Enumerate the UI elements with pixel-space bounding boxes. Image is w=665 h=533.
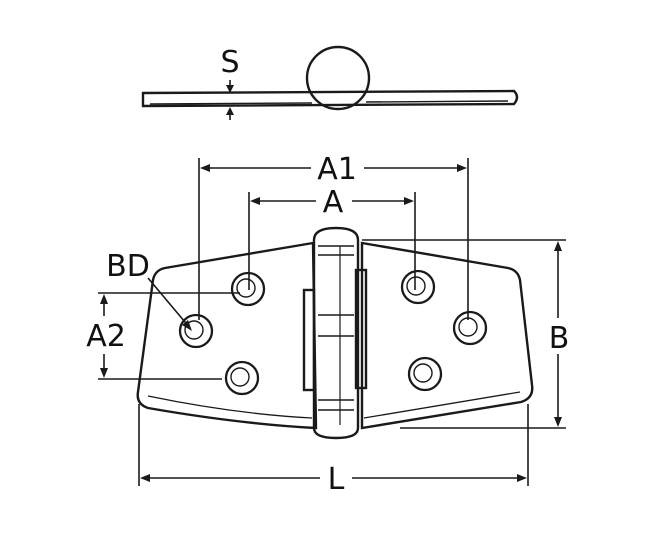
hole-left-top — [230, 271, 266, 307]
label-l: L — [328, 462, 345, 497]
label-s: S — [220, 45, 239, 80]
dimension-a1: A1 — [198, 152, 469, 320]
dimension-bd: BD — [106, 249, 192, 331]
side-plate — [141, 89, 519, 108]
dimension-a: A — [248, 185, 416, 290]
side-view: S — [141, 45, 519, 120]
hole-right-middle — [452, 310, 488, 346]
label-a1: A1 — [317, 152, 357, 187]
hole-left-bottom — [224, 360, 260, 396]
hole-right-top — [400, 269, 436, 305]
knuckle-side — [305, 45, 371, 111]
hole-right-bottom — [407, 356, 443, 392]
dimension-a2: A2 — [86, 292, 240, 380]
right-leaf — [360, 241, 534, 430]
dimension-b: B — [362, 239, 570, 429]
hinge-top-view — [136, 226, 534, 440]
left-leaf — [136, 241, 318, 430]
knuckle-barrel — [312, 226, 360, 440]
label-b: B — [549, 321, 570, 356]
label-bd: BD — [106, 249, 150, 284]
label-a2: A2 — [86, 319, 126, 354]
hole-left-middle — [178, 313, 214, 349]
dimension-l: L — [138, 404, 529, 497]
label-a: A — [323, 185, 344, 220]
